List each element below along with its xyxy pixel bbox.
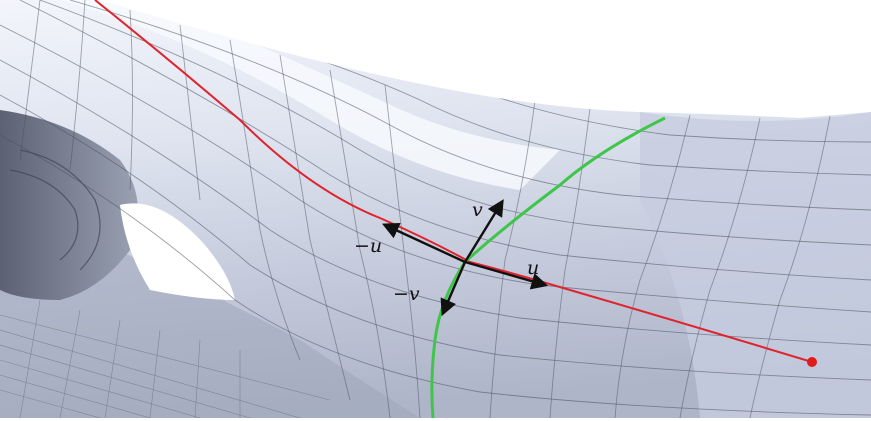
surface-cavity xyxy=(0,110,138,300)
mesh-grid-v-lines xyxy=(19,0,831,418)
surface-highlight xyxy=(60,0,560,190)
label-neg-v: −v xyxy=(393,283,420,305)
tangent-arrows xyxy=(381,199,549,317)
v-direction-curve xyxy=(430,116,666,419)
arrow-neg-v xyxy=(440,261,467,317)
label-v: v xyxy=(472,199,483,221)
arrow-neg-u xyxy=(381,223,466,264)
arrow-u xyxy=(464,260,549,290)
mesh-fine-lower-left xyxy=(0,299,331,418)
arrow-v xyxy=(463,199,504,263)
cavity-inner-rings xyxy=(9,149,101,271)
label-neg-u: −u xyxy=(354,235,382,257)
label-u: u xyxy=(527,257,539,279)
u-curve-endpoint xyxy=(807,357,817,367)
u-direction-curve xyxy=(94,0,813,363)
